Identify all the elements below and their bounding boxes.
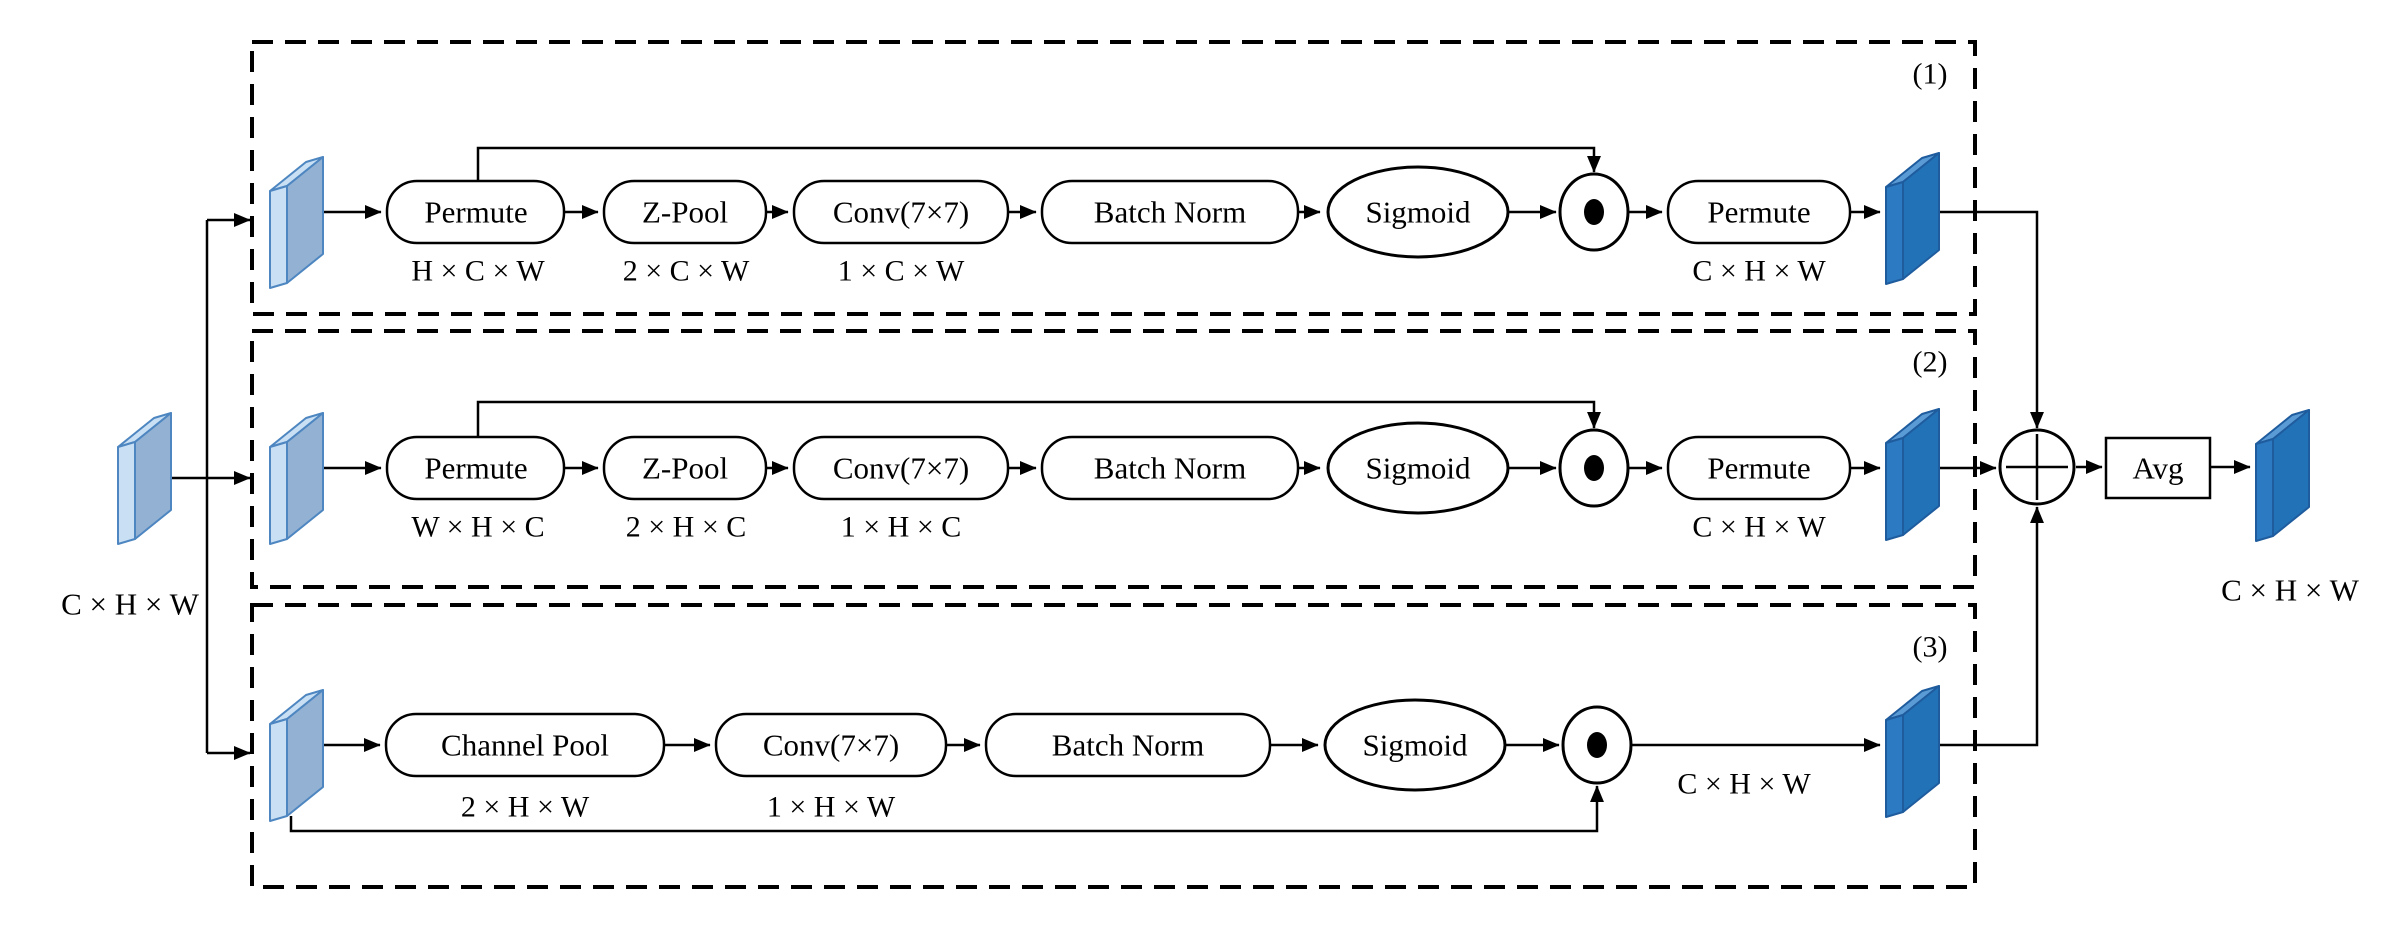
- branch-3: Channel Pool Conv(7×7) Batch Norm Sigmoi…: [269, 631, 1948, 824]
- block-label: Permute: [1707, 195, 1810, 230]
- output-dim-label: C × H × W: [2221, 573, 2359, 608]
- dim-label: 2 × C × W: [623, 255, 750, 288]
- merge-section: Avg C × H × W: [1998, 409, 2360, 608]
- block-channel-pool: [384, 712, 666, 778]
- block-conv7x7: [714, 712, 948, 778]
- block-label: Sigmoid: [1365, 195, 1471, 230]
- block-batch-norm: [1040, 179, 1300, 245]
- block-permute-out: [1666, 435, 1852, 501]
- dim-label: 2 × H × W: [461, 791, 590, 824]
- dim-label: 1 × C × W: [838, 255, 965, 288]
- block-label: Batch Norm: [1094, 451, 1246, 486]
- block-label: Z-Pool: [642, 451, 728, 486]
- dim-label: 1 × H × C: [841, 511, 962, 544]
- dim-label: W × H × C: [411, 511, 544, 544]
- block-z-pool: [602, 435, 768, 501]
- dim-label: C × H × W: [1692, 255, 1826, 288]
- dim-label: 1 × H × W: [767, 791, 896, 824]
- branch-1: Permute Z-Pool Conv(7×7) Batch Norm Sigm…: [269, 58, 1948, 289]
- branch2-output-tensor-icon: [1885, 408, 1940, 541]
- input-section: C × H × W: [61, 412, 200, 622]
- block-label: Sigmoid: [1365, 451, 1471, 486]
- block-batch-norm: [1040, 435, 1300, 501]
- block-label: Channel Pool: [441, 728, 609, 763]
- branch3-output-tensor-icon: [1885, 685, 1940, 818]
- block-conv7x7: [792, 435, 1010, 501]
- block-label: Batch Norm: [1052, 728, 1204, 763]
- branch-2: Permute Z-Pool Conv(7×7) Batch Norm Sigm…: [269, 346, 1948, 545]
- branch1-output-tensor-icon: [1885, 152, 1940, 285]
- block-batch-norm: [984, 712, 1272, 778]
- branch-box-2: [250, 329, 1977, 589]
- block-label: Batch Norm: [1094, 195, 1246, 230]
- connector-lines: [172, 146, 2251, 833]
- branch2-input-tensor-icon: [269, 412, 324, 545]
- input-tensor-icon: [117, 412, 172, 545]
- avg-block: [2104, 436, 2212, 500]
- avg-label: Avg: [2132, 451, 2183, 486]
- block-z-pool: [602, 179, 768, 245]
- dim-label: H × C × W: [411, 255, 545, 288]
- block-label: Permute: [424, 451, 527, 486]
- branch-box-1: [250, 40, 1977, 316]
- dot-product-dot: [1587, 732, 1607, 758]
- dim-label: 2 × H × C: [626, 511, 747, 544]
- branch-tag: (3): [1913, 631, 1948, 664]
- branch-tag: (2): [1913, 346, 1948, 379]
- dim-label: C × H × W: [1677, 768, 1811, 801]
- dot-product-dot: [1584, 199, 1604, 225]
- block-conv7x7: [792, 179, 1010, 245]
- block-sigmoid: [1326, 165, 1510, 259]
- dot-product-dot: [1584, 455, 1604, 481]
- block-permute: [385, 435, 566, 501]
- branch1-input-tensor-icon: [269, 156, 324, 289]
- block-permute-out: [1666, 179, 1852, 245]
- block-label: Sigmoid: [1362, 728, 1468, 763]
- block-label: Permute: [424, 195, 527, 230]
- block-label: Conv(7×7): [833, 451, 969, 486]
- block-label: Conv(7×7): [763, 728, 899, 763]
- branch3-input-tensor-icon: [269, 689, 324, 822]
- block-label: Permute: [1707, 451, 1810, 486]
- block-label: Conv(7×7): [833, 195, 969, 230]
- block-label: Z-Pool: [642, 195, 728, 230]
- dim-label: C × H × W: [1692, 511, 1826, 544]
- input-dim-label: C × H × W: [61, 587, 199, 622]
- block-permute: [385, 179, 566, 245]
- block-sigmoid: [1323, 698, 1507, 792]
- branch-tag: (1): [1913, 58, 1948, 91]
- block-sigmoid: [1326, 421, 1510, 515]
- output-tensor-icon: [2255, 409, 2310, 542]
